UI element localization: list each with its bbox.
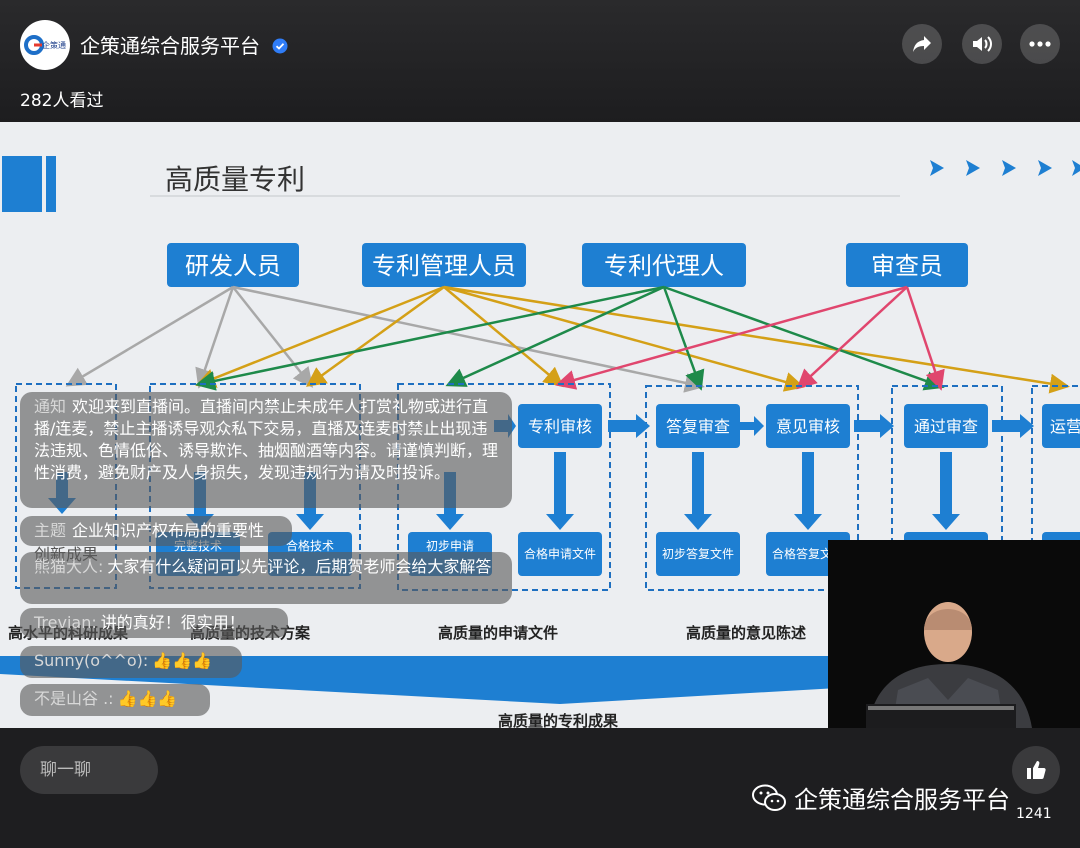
svg-text:意见审核: 意见审核	[776, 417, 840, 436]
svg-text:答复审查: 答复审查	[666, 417, 730, 436]
chevron-arrows-icon	[930, 160, 1080, 176]
svg-text:高质量的申请文件: 高质量的申请文件	[438, 624, 558, 642]
speaker-icon	[973, 36, 992, 52]
channel-name-text: 企策通综合服务平台	[80, 34, 260, 58]
notice-comment: 通知欢迎来到直播间。直播间内禁止未成年人打赏礼物或进行直播/连麦，禁止主播诱导观…	[20, 392, 512, 508]
role-connection-lines	[65, 285, 1070, 394]
svg-text:专利代理人: 专利代理人	[604, 252, 724, 280]
volume-button[interactable]	[962, 24, 1002, 64]
process-boxes: 专利审核 答复审查 意见审核 通过审查 运营	[518, 404, 1080, 448]
list-item: Trevian:讲的真好！很实用！	[20, 608, 288, 638]
channel-logo-icon: 企策通	[24, 35, 66, 55]
share-icon	[913, 36, 931, 52]
svg-text:高质量的意见陈述: 高质量的意见陈述	[686, 624, 806, 642]
title-accent-block	[2, 156, 42, 212]
like-button[interactable]	[1012, 746, 1060, 794]
list-item: Sunny(o^^o):👍👍👍	[20, 646, 242, 678]
live-video-stage[interactable]: 高质量专利 研发人员 专利管理人员 专利代理人 审查员	[0, 122, 1080, 728]
svg-text:合格技术: 合格技术	[286, 538, 334, 553]
outcome-label: 高质量的专利成果	[498, 712, 619, 728]
verified-badge-icon	[272, 38, 288, 54]
svg-text:合格答复文件: 合格答复文件	[772, 546, 844, 561]
topic-comment: 主题企业知识产权布局的重要性	[20, 516, 292, 546]
svg-text:专利审核: 专利审核	[528, 417, 592, 436]
presenter-camera[interactable]	[828, 540, 1080, 728]
slide-title: 高质量专利	[165, 163, 305, 196]
share-button[interactable]	[902, 24, 942, 64]
top-bar: 企策通 企策通综合服务平台 282人看过	[0, 0, 1080, 122]
svg-text:初步答复文件: 初步答复文件	[662, 546, 734, 561]
bottom-bar	[0, 728, 1080, 848]
svg-text:专利管理人员: 专利管理人员	[372, 252, 516, 280]
thumbs-up-icon	[1027, 761, 1046, 779]
channel-avatar[interactable]: 企策通	[20, 20, 70, 70]
channel-name[interactable]: 企策通综合服务平台	[80, 30, 288, 59]
outcome-arrow-band	[0, 656, 1080, 704]
list-item: 不是山谷 .:👍👍👍	[20, 684, 210, 716]
svg-text:审查员: 审查员	[871, 252, 943, 280]
role-boxes: 研发人员 专利管理人员 专利代理人 审查员	[167, 243, 968, 287]
like-count: 1241	[1016, 806, 1052, 822]
svg-text:合格申请文件: 合格申请文件	[524, 546, 596, 561]
watermark-text: 企策通综合服务平台	[794, 786, 1010, 814]
more-dots-icon	[1029, 41, 1051, 47]
watermark: 企策通综合服务平台	[752, 780, 1010, 815]
presenter-person-icon	[866, 602, 1032, 728]
svg-text:初步申请: 初步申请	[426, 539, 474, 553]
more-button[interactable]	[1020, 24, 1060, 64]
svg-text:通过审查: 通过审查	[914, 417, 978, 436]
wechat-icon	[752, 784, 786, 811]
svg-text:运营: 运营	[1050, 417, 1080, 436]
list-item: 熊猫大人:大家有什么疑问可以先评论，后期贺老师会给大家解答	[20, 552, 512, 604]
view-count: 282人看过	[20, 91, 104, 111]
chat-input[interactable]: 聊一聊	[20, 746, 158, 794]
svg-text:研发人员: 研发人员	[185, 252, 281, 280]
svg-text:企策通: 企策通	[42, 40, 66, 50]
